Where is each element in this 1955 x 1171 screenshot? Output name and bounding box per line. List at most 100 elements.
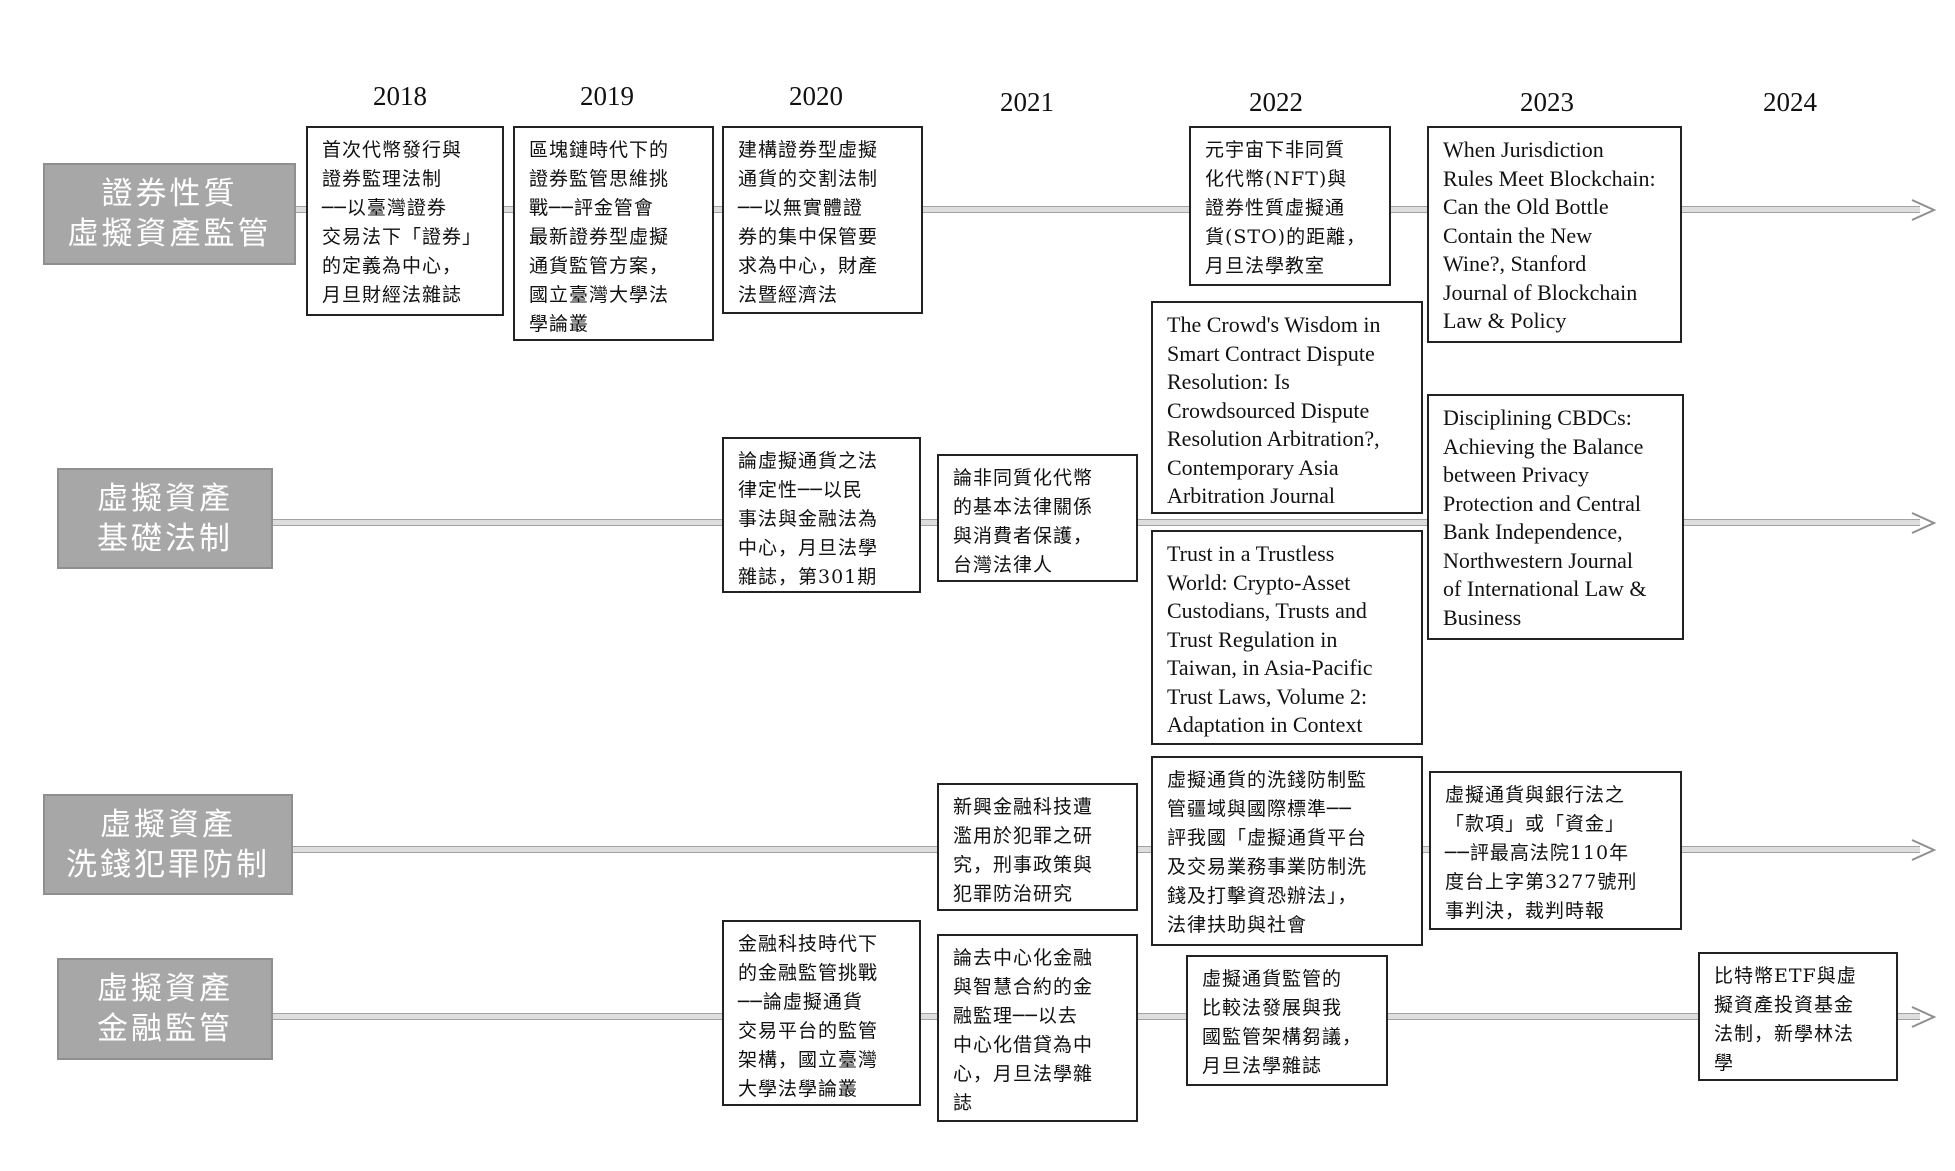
publication-text-line: 律定性──以民 [738, 479, 863, 501]
lane-label-line: 洗錢犯罪防制 [66, 846, 270, 883]
publication-text-line: Resolution: Is [1167, 369, 1290, 394]
arrow-right-icon [1911, 839, 1937, 861]
publication-text-line: 學 [1714, 1052, 1735, 1074]
publication-text-line: 區塊鏈時代下的 [529, 139, 670, 161]
publication-text-line: Arbitration Journal [1167, 483, 1336, 508]
publication-text-line: World: Crypto-Asset [1167, 569, 1351, 595]
publication-box: 虛擬通貨的洗錢防制監管疆域與國際標準──評我國「虛擬通貨平台及交易業務事業防制洗… [1151, 756, 1423, 946]
publication-text-line: 雜誌，第301期 [738, 566, 878, 588]
publication-text-line: 證券性質虛擬通 [1205, 197, 1346, 219]
publication-text-line: 虛擬通貨監管的 [1202, 968, 1343, 990]
publication-box: 區塊鏈時代下的證券監管思維挑戰──評金管會最新證券型虛擬通貨監管方案，國立臺灣大… [513, 126, 714, 341]
publication-text-line: 法制，新學林法 [1714, 1023, 1855, 1045]
arrow-right-icon [1911, 1006, 1937, 1028]
publication-text-line: 證券監理法制 [322, 168, 443, 190]
publication-text-line: 及交易業務事業防制洗 [1167, 856, 1368, 878]
publication-text-line: 比特幣ETF與虛 [1714, 965, 1857, 987]
publication-text-line: 濫用於犯罪之研 [953, 825, 1094, 847]
publication-text-line: ──評最高法院110年 [1445, 842, 1630, 864]
arrow-right-icon [1911, 512, 1937, 534]
publication-text-line: 與消費者保護， [953, 525, 1094, 547]
publication-text-line: Trust Laws, Volume 2: [1167, 683, 1368, 709]
timeline-track [290, 206, 1920, 213]
publication-text-line: 犯罪防治研究 [953, 883, 1074, 905]
publication-text-line: Resolution Arbitration?, [1167, 426, 1380, 451]
publication-text-line: Disciplining CBDCs: [1443, 405, 1632, 430]
publication-text-line: 通貨監管方案， [529, 255, 670, 277]
publication-text-line: 「款項」或「資金」 [1445, 813, 1626, 835]
publication-text-line: 究，刑事政策與 [953, 854, 1094, 876]
publication-text-line: Achieving the Balance [1443, 433, 1644, 459]
publication-text-line: Custodians, Trusts and [1167, 598, 1367, 623]
publication-text-line: 擬資產投資基金 [1714, 994, 1855, 1016]
publication-text-line: 中心，月旦法學 [738, 537, 879, 559]
publication-text-line: 架構，國立臺灣 [738, 1049, 879, 1071]
arrow-right-icon [1911, 199, 1937, 221]
publication-text-line: 論去中心化金融 [953, 947, 1094, 969]
publication-text-line: 與智慧合約的金 [953, 976, 1094, 998]
publication-text-line: 心，月旦法學雜 [953, 1063, 1094, 1085]
publication-text-line: ──以無實體證 [738, 197, 863, 219]
publication-text-line: 國立臺灣大學法 [529, 284, 670, 306]
publication-text-line: 交易法下「證券」 [322, 226, 483, 248]
publication-text-line: ──以臺灣證券 [322, 197, 447, 219]
publication-text-line: 事法與金融法為 [738, 508, 879, 530]
publication-box: 首次代幣發行與證券監理法制 ──以臺灣證券交易法下「證券」的定義為中心， 月旦財經法… [306, 126, 504, 316]
publication-text-line: 論非同質化代幣 [953, 467, 1094, 489]
publication-text-line: 券的集中保管要 [738, 226, 879, 248]
publication-text-line: Taiwan, in Asia-Pacific [1167, 655, 1373, 680]
publication-text-line: 度台上字第3277號刑 [1445, 871, 1638, 893]
publication-text-line: Can the Old Bottle [1443, 194, 1609, 219]
publication-text-line: 大學法學論叢 [738, 1078, 859, 1100]
publication-text-line: 管疆域與國際標準── [1167, 798, 1352, 820]
publication-text-line: 的基本法律關係 [953, 496, 1094, 518]
lane-label-line: 證券性質 [101, 176, 238, 212]
lane-label-line: 虛擬資產 [100, 806, 236, 843]
lane-label-line: 基礎法制 [97, 520, 233, 557]
publication-text-line: 評我國「虛擬通貨平台 [1167, 827, 1368, 849]
publication-text-line: Trust Regulation in [1167, 626, 1338, 652]
publication-text-line: 虛擬通貨與銀行法之 [1445, 784, 1626, 806]
publication-text-line: Business [1443, 604, 1522, 630]
publication-text-line: 比較法發展與我 [1202, 997, 1343, 1019]
publication-box: 論非同質化代幣的基本法律關係與消費者保護， 台灣法律人 [937, 454, 1138, 582]
lane-label-line: 虛擬資產 [97, 971, 233, 1007]
publication-text-line: Northwestern Journal [1443, 547, 1634, 573]
publication-text-line: 的定義為中心， [322, 255, 463, 277]
publication-text-line: 融監理──以去 [953, 1005, 1078, 1027]
year-label: 2019 [580, 81, 634, 111]
publication-text-line: Bank Independence, [1443, 519, 1623, 544]
year-label: 2023 [1520, 87, 1574, 117]
year-label: 2018 [373, 81, 427, 111]
publication-text-line: 論虛擬通貨之法 [738, 450, 879, 472]
publication-text-line: 誌 [953, 1092, 974, 1114]
publication-text-line: 月旦財經法雜誌 [322, 284, 463, 306]
publication-text-line: The Crowd's Wisdom in [1167, 312, 1381, 337]
publication-text-line: 國監管架構芻議， [1202, 1026, 1363, 1048]
year-label: 2020 [789, 81, 843, 111]
publication-text-line: 化代幣(NFT)與 [1205, 168, 1348, 190]
publication-text-line: 台灣法律人 [953, 554, 1054, 576]
lane-label-foundation: 虛擬資產 基礎法制 [57, 468, 273, 569]
lane-label-aml: 虛擬資產 洗錢犯罪防制 [43, 794, 293, 895]
publication-text-line: 中心化借貸為中 [953, 1034, 1094, 1056]
publication-text-line: 求為中心，財產 [738, 255, 879, 277]
lane-label-line: 虛擬資產監管 [67, 216, 272, 252]
publication-text-line: 法律扶助與社會 [1167, 914, 1308, 936]
publication-text-line: ──論虛擬通貨 [738, 991, 863, 1013]
publication-text-line: 首次代幣發行與 [322, 139, 463, 161]
publication-text-line: 金融科技時代下 [738, 933, 879, 955]
year-label: 2024 [1763, 87, 1817, 117]
publication-text-line: Adaptation in Context [1167, 712, 1363, 737]
publication-box: 建構證券型虛擬通貨的交割法制──以無實體證券的集中保管要求為中心，財產法暨經濟法 [722, 126, 923, 314]
publication-text-line: 最新證券型虛擬 [529, 226, 670, 248]
publication-text-line: 事判決，裁判時報 [1445, 900, 1606, 922]
year-label: 2021 [1000, 87, 1054, 117]
publication-box: 虛擬通貨與銀行法之「款項」或「資金」 ──評最高法院110年度台上字第3277號刑… [1429, 771, 1682, 930]
publication-text-line: Journal of Blockchain [1443, 279, 1638, 305]
publication-text-line: Law & Policy [1443, 308, 1567, 333]
publication-text-line: Smart Contract Dispute [1167, 340, 1375, 366]
publication-text-line: of International Law & [1443, 576, 1647, 601]
